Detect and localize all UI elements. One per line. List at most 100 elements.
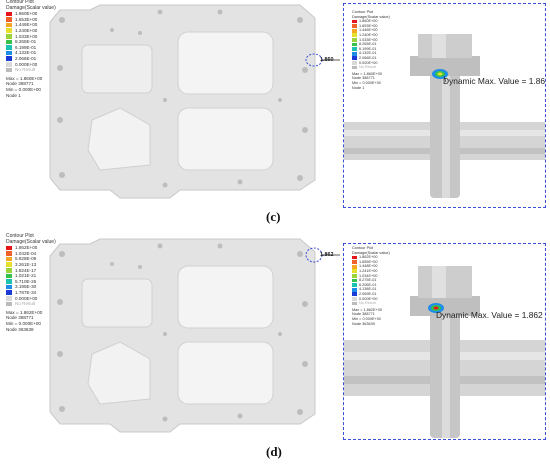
legend-row: 3.195E-30 (6, 284, 56, 290)
legend-swatch (352, 47, 357, 51)
bolt-model-d (344, 266, 545, 438)
legend-swatch (6, 296, 12, 301)
plate-model-d (49, 238, 340, 433)
legend-value: 4.138E-01 (359, 287, 377, 292)
legend-value: 1.860E+00 (359, 19, 378, 24)
legend-value: 6.199E-01 (359, 46, 377, 51)
zoom-box-c: Contour Plot Damage(Scalar value) 1.860E… (343, 3, 546, 208)
panel-d: 1.862 Contour Plot Damage(Scalar value) … (0, 233, 550, 459)
legend-row: 1.653E+00 (6, 17, 56, 23)
legend-value: 5.710E-26 (15, 278, 37, 284)
legend-row: 0.000E+00 (352, 61, 390, 66)
legend-swatch (352, 24, 357, 28)
legend-swatch (6, 62, 12, 67)
legend-swatch (6, 34, 12, 39)
legend-swatch (6, 251, 12, 256)
legend-value: 8.265E-01 (359, 42, 377, 47)
legend-row: 4.138E-01 (352, 287, 390, 292)
legend-row: 1.446E+00 (6, 22, 56, 28)
legend-row: 1.241E+00 (352, 269, 390, 274)
legend-swatch (352, 292, 357, 297)
dynamic-max-label-d: Dynamic Max. Value = 1.862 (436, 310, 543, 320)
panel-label-c: (c) (266, 209, 281, 224)
legend-value: 1.655E+00 (359, 259, 378, 264)
legend-swatch (6, 284, 12, 290)
marker-value-c: 1.860 (320, 57, 334, 63)
legend-value: 1.862E+00 (359, 255, 378, 260)
legend-value: 1.653E+00 (15, 16, 38, 22)
legend-value: 1.653E+00 (359, 23, 378, 28)
legend-row: 1.240E+00 (6, 28, 56, 34)
legend-value: 6.199E-01 (15, 44, 37, 50)
legend-row: 6.199E-01 (352, 47, 390, 52)
legend-value: 1.033E+00 (15, 33, 38, 39)
legend-swatch (352, 269, 357, 274)
legend-row: 3.261E-13 (6, 262, 56, 268)
legend-value: 1.446E+00 (359, 28, 378, 33)
legend-row: 1.862E+00 (352, 255, 390, 260)
legend-swatch (352, 255, 357, 260)
legend-swatch (6, 256, 12, 262)
legend-row: 8.265E-01 (352, 42, 390, 47)
legend-node-max: Node 388771 (6, 81, 34, 87)
legend-swatch (6, 290, 12, 296)
legend-row: 8.275E-01 (352, 278, 390, 283)
legend-no-result: No Result (6, 301, 56, 307)
legend-value: 2.069E-01 (359, 291, 377, 296)
legend-swatch (6, 28, 12, 34)
legend-node-max: Node 388771 (6, 315, 34, 321)
legend-subtitle: Damage(Scalar value) (6, 4, 56, 11)
legend-swatch (352, 287, 357, 292)
legend-max: Max = 1.860E+00 (6, 75, 43, 81)
legend-value: 1.787E-34 (15, 289, 37, 295)
legend-row: 1.034E+00 (352, 274, 390, 279)
legend-value: 1.042E-04 (15, 250, 37, 256)
bolt-model-c (344, 34, 545, 198)
legend-swatch (352, 278, 357, 283)
legend-row: 4.132E-01 (352, 51, 390, 56)
marker-value-d: 1.862 (320, 252, 334, 258)
legend-row: 2.066E-01 (6, 56, 56, 62)
panel-label-d: (d) (266, 444, 282, 459)
legend-value: 3.261E-13 (15, 261, 37, 267)
legend-max: Max = 1.862E+00 (6, 309, 43, 315)
legend-row: 5.828E-09 (6, 256, 56, 262)
legend-row: 4.132E-01 (6, 50, 56, 56)
legend-value: 8.275E-01 (359, 278, 377, 283)
legend-value: 5.828E-09 (15, 256, 37, 262)
legend-value: 1.021E-21 (15, 273, 37, 279)
legend-min: Min = 0.000E+00 (6, 86, 41, 92)
legend-swatch (352, 60, 357, 65)
legend-swatch (352, 56, 357, 61)
legend-row: 1.033E+00 (6, 34, 56, 40)
legend-value: 6.206E-01 (359, 282, 377, 287)
legend-swatch (6, 50, 12, 56)
zoom-box-d: Contour Plot Damage(Scalar value) 1.862E… (343, 243, 546, 440)
plate-view-d: 1.862 Contour Plot Damage(Scalar value) … (0, 233, 340, 440)
legend-value: 0.000E+00 (359, 60, 378, 65)
legend-value: 1.033E+00 (359, 37, 378, 42)
legend-row: 1.653E+00 (352, 24, 390, 29)
legend-row: 2.066E-01 (352, 56, 390, 61)
legend-title: Contour Plot (6, 0, 34, 5)
legend-value: 3.195E-30 (15, 284, 37, 290)
legend-value: 1.240E+00 (359, 32, 378, 37)
legend-swatch (352, 37, 357, 42)
legend-value: 1.446E+00 (15, 22, 38, 28)
legend-value: 0.000E+00 (359, 296, 378, 301)
legend-swatch (352, 283, 357, 287)
legend-row: 6.206E-01 (352, 283, 390, 288)
legend-swatch (352, 42, 357, 47)
legend-subtitle: Damage(Scalar value) (6, 238, 56, 245)
legend-row: 1.446E+00 (352, 28, 390, 33)
legend-row: 0.000E+00 (6, 62, 56, 68)
legend-swatch (352, 264, 357, 269)
legend-row: 1.824E-17 (6, 268, 56, 274)
legend-swatch (352, 273, 357, 278)
legend-swatch (352, 19, 357, 24)
legend-min: Min = 0.000E+00 (6, 320, 41, 326)
zoom-legend-c: Contour Plot Damage(Scalar value) 1.860E… (352, 10, 390, 90)
legend-swatch (6, 279, 12, 284)
legend-row: 1.033E+00 (352, 38, 390, 43)
legend-row: 6.199E-01 (6, 45, 56, 51)
